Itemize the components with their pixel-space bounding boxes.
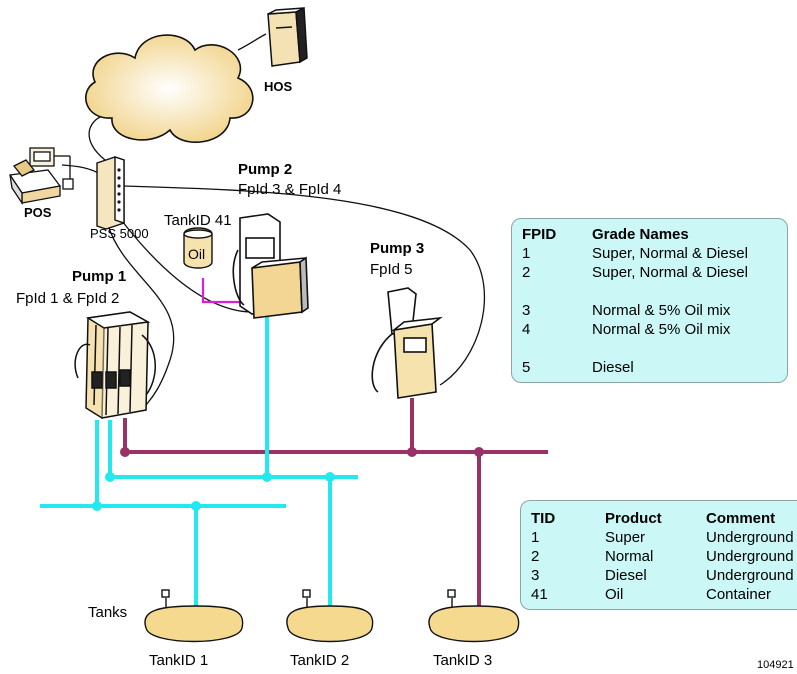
product-cell: Normal bbox=[605, 548, 654, 565]
figure-number: 104921 bbox=[757, 659, 794, 671]
network-cloud-icon bbox=[85, 34, 254, 143]
pss-label: PSS 5000 bbox=[90, 226, 149, 241]
comment-cell: Underground bbox=[706, 548, 794, 565]
pss-to-pump2-cable bbox=[109, 204, 251, 313]
pump1-dispenser-icon bbox=[74, 311, 156, 419]
pump3-dispenser-icon bbox=[371, 287, 443, 399]
diesel-pipe-junctions bbox=[120, 447, 484, 457]
cloud-to-hos-cable bbox=[237, 33, 267, 51]
product-cell: Diesel bbox=[605, 567, 647, 584]
fpid-cell: 4 bbox=[522, 321, 531, 338]
table-row: 3 Diesel Underground bbox=[531, 566, 797, 585]
tid-cell: 1 bbox=[531, 529, 540, 546]
fpid-cell: 2 bbox=[522, 264, 531, 281]
tid-cell: 41 bbox=[531, 586, 548, 603]
pss-to-pump3-cable bbox=[123, 185, 486, 386]
tid-header-col1: TID bbox=[531, 510, 556, 527]
product-cell: Oil bbox=[605, 586, 624, 603]
tank1-label: TankID 1 bbox=[149, 652, 209, 669]
tid-cell: 2 bbox=[531, 548, 540, 565]
table-row: 1 Super Underground bbox=[531, 528, 797, 547]
pump2-fpids: FpId 3 & FpId 4 bbox=[238, 181, 342, 198]
pump3-title: Pump 3 bbox=[370, 240, 425, 257]
pss-to-pump1-cable bbox=[107, 224, 175, 406]
table-row: 5 Diesel bbox=[522, 358, 782, 377]
hos-server-icon bbox=[267, 6, 308, 67]
fpid-cell: 3 bbox=[522, 302, 531, 319]
grade-cell: Super, Normal & Diesel bbox=[592, 264, 748, 281]
oil-container-icon bbox=[183, 227, 213, 269]
fpid-cell: 1 bbox=[522, 245, 531, 262]
hos-label: HOS bbox=[264, 79, 293, 94]
fpid-grade-table: FPID Grade Names 1 Super, Normal & Diese… bbox=[511, 218, 788, 383]
table-row: 4 Normal & 5% Oil mix bbox=[522, 320, 782, 339]
tank3-label: TankID 3 bbox=[433, 652, 493, 669]
tid-table-header: TID Product Comment bbox=[531, 509, 797, 528]
fpid-cell: 5 bbox=[522, 359, 531, 376]
pos-label: POS bbox=[24, 205, 52, 220]
comment-cell: Container bbox=[706, 586, 772, 603]
pump1-title: Pump 1 bbox=[72, 268, 127, 285]
table-row: 41 Oil Container bbox=[531, 585, 797, 604]
tank41-label: TankID 41 bbox=[164, 212, 232, 229]
pos-terminal-icon bbox=[8, 147, 74, 206]
table-row-spacer bbox=[522, 282, 782, 301]
oil-feed-line bbox=[201, 278, 240, 304]
tanks-label: Tanks bbox=[88, 604, 128, 621]
table-row: 1 Super, Normal & Diesel bbox=[522, 244, 782, 263]
table-row: 2 Super, Normal & Diesel bbox=[522, 263, 782, 282]
comment-cell: Underground bbox=[706, 567, 794, 584]
grade-cell: Diesel bbox=[592, 359, 634, 376]
grade-cell: Super, Normal & Diesel bbox=[592, 245, 748, 262]
communication-cables bbox=[61, 33, 486, 406]
tid-header-col2: Product bbox=[605, 510, 662, 527]
tid-product-table: TID Product Comment 1 Super Underground … bbox=[520, 500, 797, 610]
tank2-icon bbox=[286, 589, 374, 643]
fpid-table-header: FPID Grade Names bbox=[522, 225, 782, 244]
tid-header-col3: Comment bbox=[706, 510, 776, 527]
pss-5000-controller-icon bbox=[96, 156, 125, 230]
oil-container-text: Oil bbox=[188, 246, 206, 262]
product-cell: Super bbox=[605, 529, 646, 546]
pump2-dispenser-icon bbox=[232, 213, 309, 319]
table-row: 2 Normal Underground bbox=[531, 547, 797, 566]
pump2-title: Pump 2 bbox=[238, 161, 293, 178]
diesel-pipes bbox=[123, 398, 548, 632]
table-row-spacer bbox=[522, 339, 782, 358]
grade-cell: Normal & 5% Oil mix bbox=[592, 302, 731, 319]
tank3-icon bbox=[428, 589, 520, 643]
pump3-fpids: FpId 5 bbox=[370, 261, 413, 278]
tid-cell: 3 bbox=[531, 567, 540, 584]
fpid-header-col1: FPID bbox=[522, 226, 557, 243]
table-row: 3 Normal & 5% Oil mix bbox=[522, 301, 782, 320]
comment-cell: Underground bbox=[706, 529, 794, 546]
fuel-pipe-junctions bbox=[92, 472, 335, 511]
pump1-fpids: FpId 1 & FpId 2 bbox=[16, 290, 120, 307]
tank1-icon bbox=[144, 589, 244, 643]
pos-to-pss-cable bbox=[61, 164, 101, 175]
pss-to-cloud-cable bbox=[88, 114, 106, 161]
tank2-label: TankID 2 bbox=[290, 652, 350, 669]
fpid-header-col2: Grade Names bbox=[592, 226, 689, 243]
grade-cell: Normal & 5% Oil mix bbox=[592, 321, 731, 338]
